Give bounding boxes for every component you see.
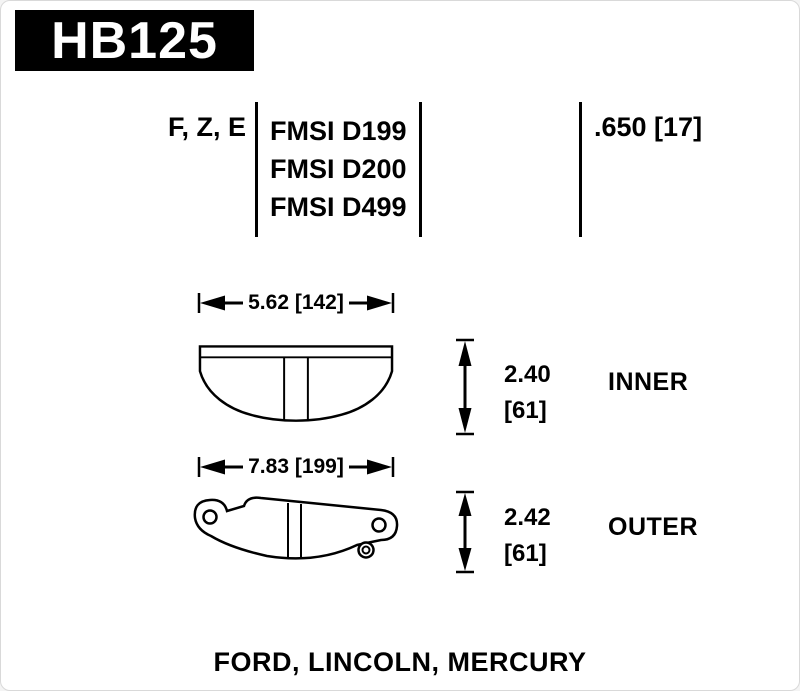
divider-line — [579, 102, 582, 237]
pad-thickness-value: .650 [17] — [594, 112, 703, 142]
vertical-dimension-arrows-icon — [456, 338, 474, 436]
outer-pad-height-value: 2.42 [61] — [504, 500, 551, 572]
fmsi-number: FMSI D200 — [270, 154, 407, 184]
outer-pad-width-value: 7.83 [199] — [248, 455, 344, 478]
outer-pad-height-mm: [61] — [504, 540, 547, 567]
inner-pad-width-dimension: 5.62 [142] — [197, 290, 395, 316]
inner-pad-height-inches: 2.40 — [504, 361, 551, 388]
inner-pad-drawing — [198, 345, 394, 422]
inner-pad-height-dimension — [453, 338, 477, 436]
inner-pad-label: INNER — [608, 368, 689, 396]
fmsi-number: FMSI D499 — [270, 192, 407, 222]
inner-pad-height-mm: [61] — [504, 397, 547, 424]
outer-pad-height-dimension — [453, 490, 477, 574]
part-code-box: HB125 — [15, 10, 254, 71]
outer-pad-width-dimension: 7.83 [199] — [197, 454, 395, 480]
outer-pad-label: OUTER — [608, 513, 698, 541]
compound-codes: F, Z, E — [167, 112, 246, 142]
fmsi-number-list: FMSI D199 FMSI D200 FMSI D499 — [270, 112, 407, 226]
outer-pad-height-inches: 2.42 — [504, 504, 551, 531]
divider-line — [255, 102, 258, 237]
part-code: HB125 — [51, 11, 218, 70]
divider-line — [419, 102, 422, 237]
vertical-dimension-arrows-icon — [456, 490, 474, 574]
fmsi-number: FMSI D199 — [270, 116, 407, 146]
horizontal-dimension-arrows-icon — [197, 293, 395, 313]
inner-pad-width-value: 5.62 [142] — [248, 291, 344, 314]
horizontal-dimension-arrows-icon — [197, 457, 395, 477]
inner-pad-height-value: 2.40 [61] — [504, 357, 551, 429]
outer-pad-drawing — [193, 496, 399, 560]
vehicle-applications: FORD, LINCOLN, MERCURY — [213, 647, 587, 677]
